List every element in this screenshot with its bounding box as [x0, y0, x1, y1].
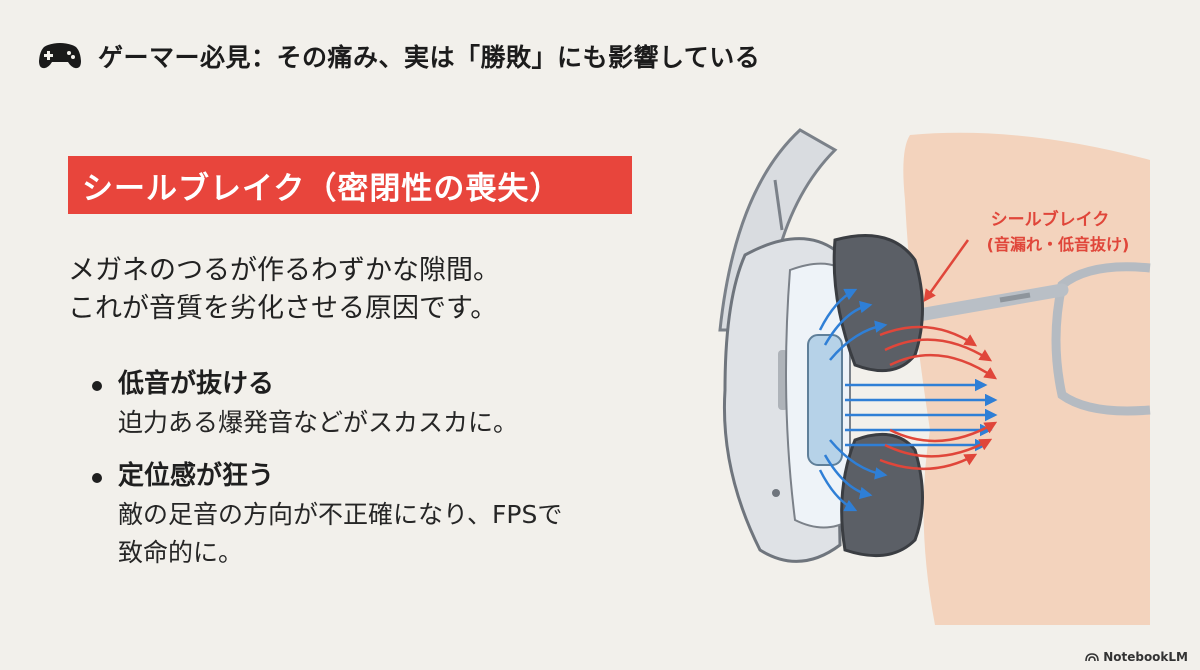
bullet-title: 定位感が狂う [118, 461, 275, 491]
callout-label-line-2: (音漏れ・低音抜け) [987, 235, 1130, 254]
bullet-description: 敵の足音の方向が不正確になり、FPSで 致命的に。 [118, 496, 652, 572]
brand-name: NotebookLM [1103, 650, 1188, 664]
banner-text: シールブレイク（密閉性の喪失） [82, 170, 562, 207]
headphone-seal-illustration: シールブレイク (音漏れ・低音抜け) [718, 128, 1151, 625]
glasses-temple-arm [895, 283, 1069, 325]
bullet-list: 低音が抜ける 迫力ある爆発音などがスカスカに。 定位感が狂う 敵の足音の方向が不… [92, 364, 652, 586]
slide-header: ゲーマー必見：その痛み、実は「勝敗」にも影響している [38, 34, 760, 78]
speaker-driver [807, 334, 843, 466]
callout-pointer-arrow [923, 239, 970, 303]
head-skin [903, 132, 1150, 625]
gamepad-icon [39, 43, 81, 69]
bullet-description-line: 致命的に。 [118, 538, 244, 567]
bullet-description: 迫力ある爆発音などがスカスカに。 [118, 404, 652, 442]
bullet-item-bass: 低音が抜ける 迫力ある爆発音などがスカスカに。 [92, 364, 652, 442]
bullet-dot [92, 473, 102, 483]
glasses-lens-frame [1051, 262, 1151, 416]
section-banner: シールブレイク（密閉性の喪失） [68, 156, 632, 214]
sound-arrows-inside [818, 288, 998, 512]
bullet-description-line: 迫力ある爆発音などがスカスカに。 [118, 408, 519, 437]
notebooklm-icon [1085, 653, 1099, 662]
bullet-title: 低音が抜ける [118, 369, 275, 399]
bullet-description-line: 敵の足音の方向が不正確になり、FPSで [118, 500, 563, 529]
intro-line-2: これが音質を劣化させる原因です。 [68, 293, 498, 324]
sound-leak-arrows [879, 325, 998, 471]
ear-cushion-bottom [840, 432, 924, 558]
intro-text: メガネのつるが作るわずかな隙間。 これが音質を劣化させる原因です。 [68, 252, 500, 328]
intro-line-1: メガネのつるが作るわずかな隙間。 [68, 255, 500, 286]
bullet-dot [92, 381, 102, 391]
bullet-item-positioning: 定位感が狂う 敵の足音の方向が不正確になり、FPSで 致命的に。 [92, 456, 652, 572]
page-title: ゲーマー必見：その痛み、実は「勝敗」にも影響している [98, 43, 761, 72]
callout-label-line-1: シールブレイク [991, 209, 1110, 230]
brand-footer: NotebookLM [1085, 650, 1188, 664]
